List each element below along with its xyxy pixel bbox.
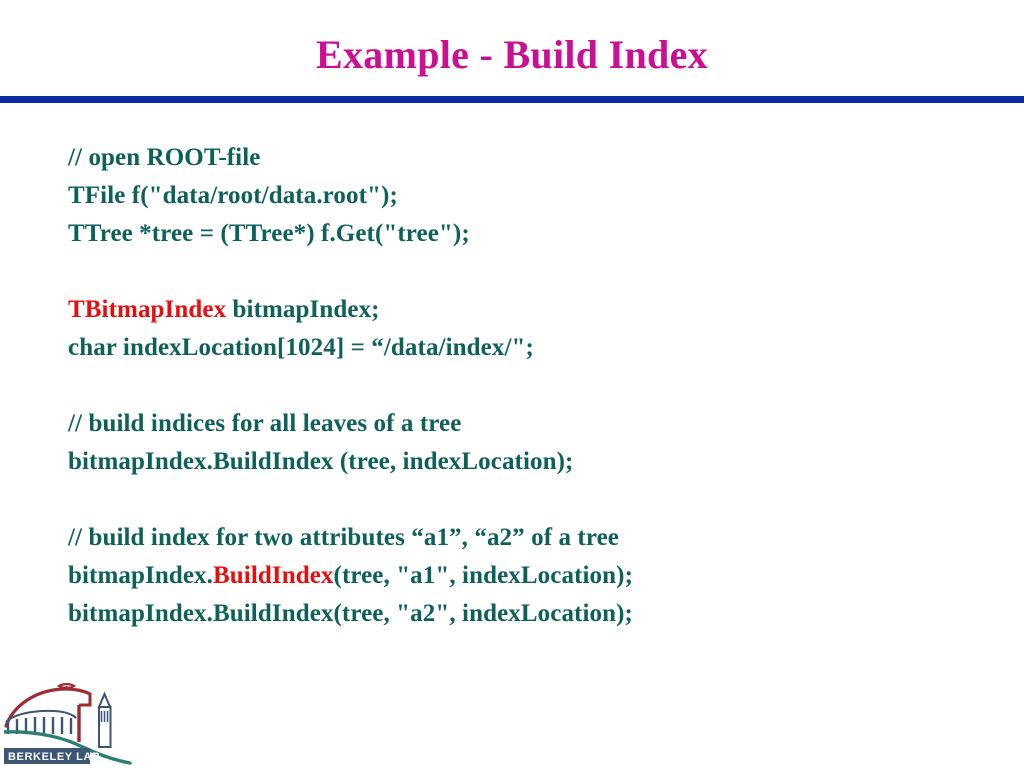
code-token: bitmapIndex.BuildIndex (tree, indexLocat… xyxy=(68,448,574,475)
code-line: char indexLocation[1024] = “/data/index/… xyxy=(68,329,968,367)
code-line: TTree *tree = (TTree*) f.Get("tree"); xyxy=(68,215,968,253)
code-token: bitmapIndex; xyxy=(226,296,380,323)
code-token: bitmapIndex. xyxy=(68,562,213,589)
code-token: // build indices for all leaves of a tre… xyxy=(68,410,462,437)
code-line xyxy=(68,253,968,291)
code-line: bitmapIndex.BuildIndex (tree, indexLocat… xyxy=(68,443,968,481)
code-token: // build index for two attributes “a1”, … xyxy=(68,524,619,551)
logo-banner-text: BERKELEY LAB xyxy=(8,751,101,763)
code-line: // open ROOT-file xyxy=(68,139,968,177)
code-line xyxy=(68,481,968,519)
code-line: TFile f("data/root/data.root"); xyxy=(68,177,968,215)
code-token: char indexLocation[1024] = “/data/index/… xyxy=(68,334,534,361)
code-line: // build index for two attributes “a1”, … xyxy=(68,519,968,557)
title-zone: Example - Build Index xyxy=(0,22,1024,88)
logo-columns xyxy=(6,717,73,734)
page-title: Example - Build Index xyxy=(316,32,708,77)
header-divider-rule xyxy=(0,96,1024,103)
logo-campanile-tower xyxy=(97,691,112,748)
berkeley-lab-logo: BERKELEY LAB xyxy=(4,682,132,768)
code-token-highlight: BuildIndex xyxy=(213,562,334,589)
code-line xyxy=(68,367,968,405)
logo-banner: BERKELEY LAB xyxy=(4,748,101,764)
code-line: // build indices for all leaves of a tre… xyxy=(68,405,968,443)
code-token-highlight: TBitmapIndex xyxy=(68,296,227,323)
logo-swoosh xyxy=(4,730,132,765)
code-line: TBitmapIndex bitmapIndex; xyxy=(68,291,968,329)
code-token: (tree, "a1", indexLocation); xyxy=(333,562,634,589)
code-line: bitmapIndex.BuildIndex(tree, "a2", index… xyxy=(68,595,968,633)
code-token: bitmapIndex.BuildIndex(tree, "a2", index… xyxy=(68,600,633,627)
code-token: TFile f("data/root/data.root"); xyxy=(68,182,398,209)
code-token: TTree *tree = (TTree*) f.Get("tree"); xyxy=(68,220,470,247)
code-token: // open ROOT-file xyxy=(68,144,261,171)
logo-arch-line xyxy=(5,709,77,723)
code-line: bitmapIndex.BuildIndex(tree, "a1", index… xyxy=(68,557,968,595)
logo-dome-shape xyxy=(4,683,92,742)
